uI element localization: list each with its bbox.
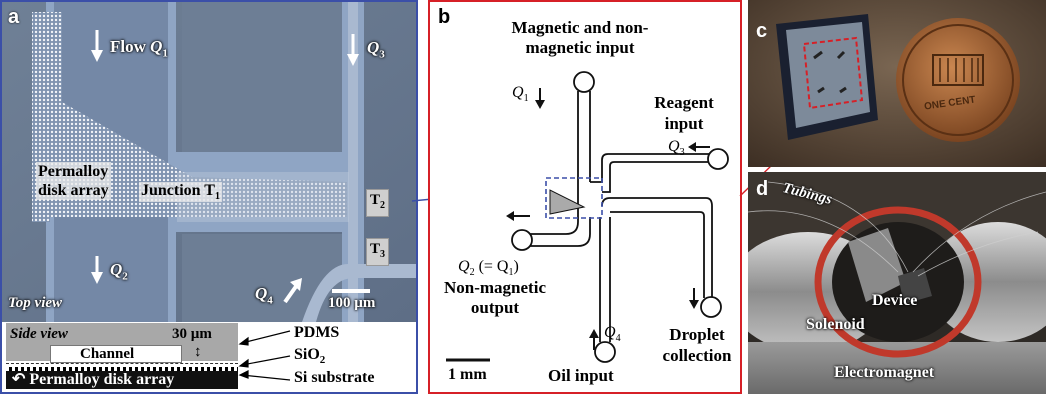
- panel-d-label: d: [756, 178, 769, 200]
- q3-label: Q3: [367, 38, 385, 61]
- nonmagnetic-output-label: Non-magnetic output: [444, 278, 546, 317]
- q4-label: Q4: [255, 284, 273, 307]
- b-q2-label: Q2 (= Q1): [458, 258, 519, 279]
- channel-box: [50, 345, 182, 363]
- reagent-input-label: Reagent input: [654, 93, 714, 133]
- junction-label: Junction T1: [139, 182, 222, 203]
- disk-array-label: ↶ Permalloy disk array: [12, 371, 175, 388]
- sio2-layer: [6, 363, 238, 370]
- thickness-label: 30 µm: [172, 326, 212, 342]
- panel-c-photo: ONE CENT c: [748, 0, 1046, 167]
- curl-arrow-icon: ↶: [12, 371, 30, 388]
- b-q1-label: Q1: [512, 84, 529, 105]
- t3-label: T3: [366, 238, 390, 266]
- b-q3-label: Q3: [668, 138, 685, 159]
- panel-a: a Flow Q1 Q3 Q2 Q4 Permalloy disk array …: [0, 0, 418, 394]
- layer-arrows: [238, 330, 291, 381]
- magnetic-input-label: Magnetic and non- magnetic input: [511, 18, 649, 57]
- permalloy-label: Permalloy disk array: [36, 162, 111, 200]
- chip-and-coin-illustration: [748, 0, 1046, 167]
- device-label: Device: [872, 292, 918, 309]
- side-view-schematic: [6, 323, 238, 389]
- panel-a-label: a: [8, 6, 20, 28]
- solenoid-label: Solenoid: [806, 316, 865, 333]
- t2-label: T2: [366, 189, 390, 217]
- si-layer: [6, 369, 238, 389]
- disk-array-strip: [6, 367, 238, 371]
- panel-b-device-schematic: [446, 71, 729, 363]
- oil-input-label: Oil input: [548, 366, 614, 385]
- sio2-label: SiO2: [294, 346, 326, 367]
- top-view-label: Top view: [8, 295, 63, 311]
- b-scale-label: 1 mm: [448, 366, 487, 383]
- flow-arrow-q1: [91, 30, 103, 62]
- electromagnet-label: Electromagnet: [834, 364, 935, 381]
- b-q4-label: Q4: [604, 324, 621, 345]
- pdms-label: PDMS: [294, 324, 340, 341]
- panel-b-label: b: [438, 6, 451, 28]
- panel-b: b Magnetic and non- magnetic input Q1 Re…: [428, 0, 742, 394]
- channel-label: Channel: [80, 346, 135, 362]
- side-view-label: Side view: [10, 326, 68, 342]
- thickness-arrow: ↕: [194, 344, 202, 360]
- panel-d-photo: d Tubings Device Solenoid Electromagnet: [748, 172, 1046, 394]
- electromagnet-setup-illustration: [748, 172, 1046, 394]
- scale-bar-label: 100 µm: [328, 295, 376, 311]
- q2-label: Q2: [110, 260, 128, 283]
- si-substrate-label: Si substrate: [294, 369, 375, 386]
- flow-q1-label: Flow Q1: [110, 37, 168, 60]
- droplet-collection-label: Droplet collection: [662, 325, 732, 365]
- panel-c-label: c: [756, 20, 768, 42]
